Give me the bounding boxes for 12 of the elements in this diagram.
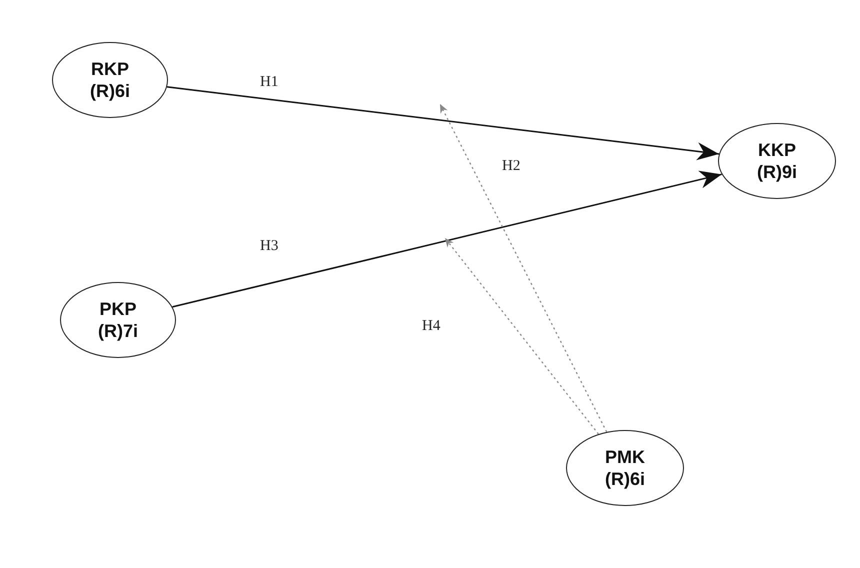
indicator-count: (R)7i (98, 320, 138, 342)
indicator-count: (R)9i (757, 161, 797, 183)
arrow (172, 170, 722, 308)
construct-name: PKP (99, 298, 136, 320)
construct-name: KKP (758, 139, 796, 161)
arrow (166, 86, 720, 160)
dotted-arrow (439, 104, 608, 432)
dotted-arrow (444, 238, 599, 434)
indicator-count: (R)6i (605, 468, 645, 490)
construct-name: PMK (605, 446, 645, 468)
construct-name: RKP (90, 58, 129, 80)
indicator-count: (R)6i (90, 80, 130, 102)
